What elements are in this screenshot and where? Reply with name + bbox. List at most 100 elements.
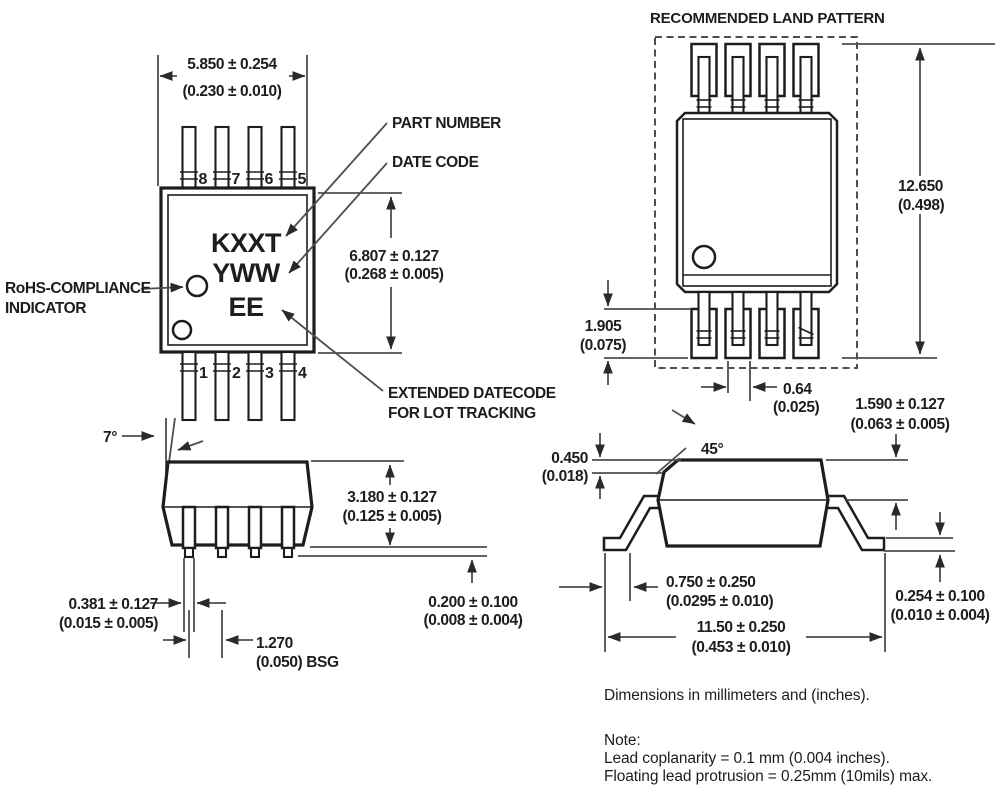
dim-text-length-mm: 6.807 ± 0.127 [349,248,439,265]
dim-text-pitch-in: (0.050) BSG [256,654,339,671]
pin-ticks [696,99,814,108]
dim-text-lead-width-in: (0.015 ± 0.005) [59,615,158,632]
lead-foot [216,546,228,559]
pin [799,55,813,115]
package-body [675,111,839,294]
dim-text-width-mm: 5.850 ± 0.254 [187,56,277,73]
label-part-number: PART NUMBER [392,115,501,132]
pin1-indicator-circle [691,244,717,270]
dim-text-land-height-mm: 12.650 [898,178,943,195]
pin-number: 3 [265,365,274,382]
dim-lead-pitch: 1.270 (0.050) BSG [163,610,339,671]
label-extended-datecode-1: EXTENDED DATECODE [388,385,556,402]
note-coplanarity: Lead coplanarity = 0.1 mm (0.004 inches)… [604,750,890,767]
note-units: Dimensions in millimeters and (inches). [604,687,870,704]
notes: Dimensions in millimeters and (inches). … [604,687,932,785]
label-rohs-1: RoHS-COMPLIANCE [5,280,151,297]
land-pads-bottom [690,290,820,360]
lead [280,505,296,550]
dim-text-pad-length-mm: 1.905 [585,318,623,335]
dim-text-lead-width-mm: 0.381 ± 0.127 [69,596,159,613]
package-body-inner [167,194,308,346]
dim-chamfer-angle: 45° [655,409,724,475]
leader-line [140,282,184,293]
front-view-leads [181,505,296,559]
pin [731,55,745,115]
top-view-pins-top: 8 7 6 5 [180,125,307,190]
pin [214,350,230,422]
dim-text-pad-length-in: (0.075) [580,337,627,354]
leader-line [285,122,388,237]
callouts: PART NUMBER DATE CODE RoHS-COMPLIANCE IN… [5,115,556,422]
angle-line [655,447,687,475]
dim-text-pad-width-in: (0.025) [773,399,820,416]
leader-line [281,309,384,392]
dim-text-chamfer-mm: 0.450 [551,450,588,467]
front-view: 7° 3.180 ± 0.127 (0.125 ± 0.005) [59,417,523,671]
dim-text-shoulder-mm: 1.590 ± 0.127 [855,396,945,413]
land-pattern-view: RECOMMENDED LAND PATTERN [580,10,995,416]
dim-text-lead-angle: 7° [103,429,117,446]
dim-body-width: 5.850 ± 0.254 (0.230 ± 0.010) [157,55,308,186]
lead [247,505,263,550]
lead-left [602,494,663,552]
note-label: Note: [604,732,641,749]
package-body-inner [682,118,832,287]
lead [214,505,230,550]
dim-text-standoff-in: (0.008 ± 0.004) [423,612,522,629]
note-protrusion: Floating lead protrusion = 0.25mm (10mil… [604,768,932,785]
land-pattern-title: RECOMMENDED LAND PATTERN [650,10,885,27]
pin [765,290,779,347]
top-view: 5.850 ± 0.254 (0.230 ± 0.010) 8 7 6 5 KX… [5,55,556,422]
pin [765,55,779,115]
dim-text-pitch-mm: 1.270 [256,635,293,652]
side-view: 45° 0.450 (0.018) 1.590 ± 0.127 (0.063 ±… [542,396,990,656]
dim-text-body-height-mm: 3.180 ± 0.127 [347,489,437,506]
dim-foot-length: 0.750 ± 0.250 (0.0295 ± 0.010) [559,553,774,652]
land-pattern-boundary [654,36,858,369]
dim-lead-width: 0.381 ± 0.127 (0.015 ± 0.005) [59,558,226,632]
dim-body-length: 6.807 ± 0.127 (0.268 ± 0.005) [318,192,444,354]
dim-text-foot-length-mm: 0.750 ± 0.250 [666,574,756,591]
marking-extended-datecode: EE [228,292,263,322]
dim-text-foot-thickness-mm: 0.254 ± 0.100 [895,588,985,605]
pin1-indicator-circle [171,319,193,341]
dim-text-overall-mm: 11.50 ± 0.250 [697,619,786,636]
dim-text-chamfer-angle: 45° [701,441,723,458]
lead-foot [183,546,195,559]
lead-foot [249,546,261,559]
dim-land-height: 12.650 (0.498) [842,43,995,359]
dim-text-overall-in: (0.453 ± 0.010) [691,639,790,656]
pin [697,290,711,347]
dim-text-foot-length-in: (0.0295 ± 0.010) [666,593,773,610]
pin [247,350,263,422]
dim-text-foot-thickness-in: (0.010 ± 0.004) [890,607,989,624]
pin-number: 1 [199,365,208,382]
pin-number: 4 [298,365,307,382]
dim-text-land-height-in: (0.498) [898,197,945,214]
pin-number: 5 [298,171,307,188]
lead [181,505,197,550]
pin [799,290,813,347]
pin-number: 6 [265,171,274,188]
land-pads-top [690,42,820,115]
label-rohs-2: INDICATOR [5,300,86,317]
dim-foot-thickness: 0.254 ± 0.100 (0.010 ± 0.004) [884,512,990,624]
lead-foot [282,546,294,559]
dim-pad-width: 0.64 (0.025) [701,361,820,416]
package-body [656,458,830,548]
dim-text-length-in: (0.268 ± 0.005) [344,266,443,283]
dim-text-shoulder-in: (0.063 ± 0.005) [850,416,949,433]
pin [697,55,711,115]
dim-text-chamfer-in: (0.018) [542,468,589,485]
dim-pad-length: 1.905 (0.075) [580,280,690,385]
dim-arrow [177,440,204,451]
pin [280,350,296,422]
dim-chamfer-depth: 0.450 (0.018) [542,433,681,499]
dim-body-height: 3.180 ± 0.127 (0.125 ± 0.005) [298,460,487,557]
dim-text-standoff-mm: 0.200 ± 0.100 [428,594,518,611]
pin-number: 8 [199,171,208,188]
marking-part-number: KXXT [211,228,282,258]
